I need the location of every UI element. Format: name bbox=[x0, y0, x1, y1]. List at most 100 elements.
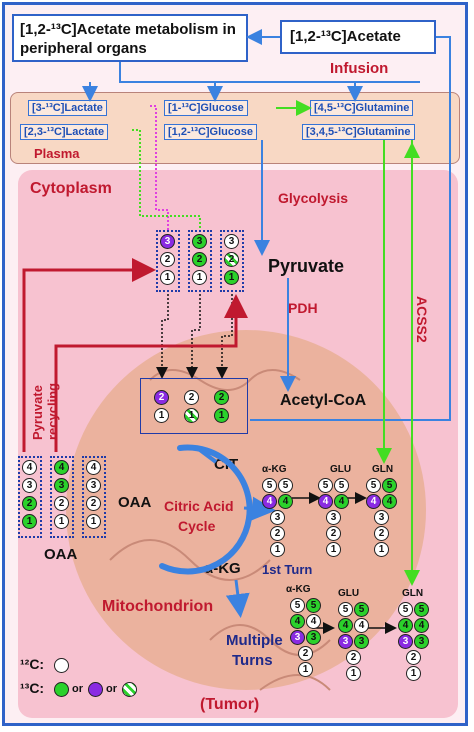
carbon-4: 4 bbox=[366, 494, 381, 509]
carbon-2: 2 bbox=[270, 526, 285, 541]
legend-green-circle bbox=[54, 682, 69, 697]
carbon-4: 4 bbox=[398, 618, 413, 633]
glu-col-header: GLU bbox=[330, 464, 352, 475]
carbon-3: 3 bbox=[398, 634, 413, 649]
acetyl-coa-box bbox=[140, 378, 248, 434]
cycle-label: Cycle bbox=[178, 518, 216, 534]
carbon-1: 1 bbox=[184, 408, 199, 423]
carbon-1: 1 bbox=[154, 408, 169, 423]
carbon-2: 2 bbox=[326, 526, 341, 541]
carbon-1: 1 bbox=[22, 514, 37, 529]
carbon-5: 5 bbox=[354, 602, 369, 617]
carbon-2: 2 bbox=[214, 390, 229, 405]
oaa-group-2 bbox=[50, 456, 74, 538]
multiple-label: Multiple bbox=[226, 632, 283, 649]
carbon-1: 1 bbox=[326, 542, 341, 557]
carbon-2: 2 bbox=[86, 496, 101, 511]
carbon-5: 5 bbox=[366, 478, 381, 493]
legend-purple-circle bbox=[88, 682, 103, 697]
plasma-label: Plasma bbox=[34, 146, 80, 161]
carbon-1: 1 bbox=[54, 514, 69, 529]
carbon-4: 4 bbox=[262, 494, 277, 509]
carbon-5: 5 bbox=[414, 602, 429, 617]
carbon-1: 1 bbox=[298, 662, 313, 677]
carbon-1: 1 bbox=[270, 542, 285, 557]
lactate-23-chip: [2,3-¹³C]Lactate bbox=[20, 124, 109, 140]
legend-12c-circle bbox=[54, 658, 69, 673]
carbon-1: 1 bbox=[86, 514, 101, 529]
infusion-label: Infusion bbox=[330, 60, 389, 77]
mitochondrion-label: Mitochondrion bbox=[102, 598, 214, 615]
glucose-1-chip: [1-¹³C]Glucose bbox=[164, 100, 248, 116]
carbon-3: 3 bbox=[86, 478, 101, 493]
carbon-3: 3 bbox=[22, 478, 37, 493]
glutamine-345-chip: [3,4,5-¹³C]Glutamine bbox=[302, 124, 415, 140]
carbon-3: 3 bbox=[270, 510, 285, 525]
legend-hatched-circle bbox=[122, 682, 137, 697]
gln-col2-header: GLN bbox=[402, 588, 424, 599]
oaa-group-1 bbox=[18, 456, 42, 538]
carbon-1: 1 bbox=[160, 270, 175, 285]
carbon-1: 1 bbox=[224, 270, 239, 285]
carbon-4: 4 bbox=[354, 618, 369, 633]
oaa-bottom-label: OAA bbox=[44, 546, 78, 563]
acetate-box: [1,2-¹³C]Acetate bbox=[280, 20, 436, 54]
pdh-label: PDH bbox=[288, 300, 318, 316]
carbon-2: 2 bbox=[406, 650, 421, 665]
carbon-2: 2 bbox=[374, 526, 389, 541]
pyruvate-group-1 bbox=[156, 230, 180, 292]
legend-12c: ¹²C: bbox=[20, 656, 45, 672]
carbon-4: 4 bbox=[278, 494, 293, 509]
carbon-4: 4 bbox=[306, 614, 321, 629]
carbon-5: 5 bbox=[306, 598, 321, 613]
cytoplasm-label: Cytoplasm bbox=[30, 180, 112, 197]
carbon-2: 2 bbox=[54, 496, 69, 511]
legend-or-1: or bbox=[72, 683, 83, 695]
carbon-2: 2 bbox=[346, 650, 361, 665]
tumor-label: (Tumor) bbox=[200, 696, 260, 713]
carbon-4: 4 bbox=[318, 494, 333, 509]
carbon-5: 5 bbox=[278, 478, 293, 493]
carbon-3: 3 bbox=[354, 634, 369, 649]
carbon-3: 3 bbox=[306, 630, 321, 645]
carbon-4: 4 bbox=[338, 618, 353, 633]
lactate-3-chip: [3-¹³C]Lactate bbox=[28, 100, 107, 116]
carbon-2: 2 bbox=[184, 390, 199, 405]
carbon-5: 5 bbox=[338, 602, 353, 617]
carbon-4: 4 bbox=[22, 460, 37, 475]
carbon-1: 1 bbox=[406, 666, 421, 681]
gln-col-header: GLN bbox=[372, 464, 394, 475]
glu-col2-header: GLU bbox=[338, 588, 360, 599]
carbon-5: 5 bbox=[382, 478, 397, 493]
carbon-5: 5 bbox=[398, 602, 413, 617]
carbon-4: 4 bbox=[382, 494, 397, 509]
carbon-1: 1 bbox=[346, 666, 361, 681]
carbon-1: 1 bbox=[374, 542, 389, 557]
pyruvate-group-3 bbox=[220, 230, 244, 292]
carbon-4: 4 bbox=[290, 614, 305, 629]
carbon-3: 3 bbox=[192, 234, 207, 249]
akg-col-header: α-KG bbox=[262, 464, 287, 475]
carbon-2: 2 bbox=[22, 496, 37, 511]
carbon-2: 2 bbox=[298, 646, 313, 661]
carbon-2: 2 bbox=[192, 252, 207, 267]
carbon-4: 4 bbox=[86, 460, 101, 475]
carbon-1: 1 bbox=[214, 408, 229, 423]
legend-13c: ¹³C: bbox=[20, 680, 45, 696]
citric-acid-label: Citric Acid bbox=[164, 498, 234, 514]
pyruvate-label: Pyruvate bbox=[268, 256, 345, 276]
carbon-3: 3 bbox=[54, 478, 69, 493]
turns-label: Turns bbox=[232, 652, 273, 669]
oaa-group-3 bbox=[82, 456, 106, 538]
carbon-3: 3 bbox=[290, 630, 305, 645]
acetyl-coa-label: Acetyl-CoA bbox=[280, 392, 367, 409]
carbon-1: 1 bbox=[192, 270, 207, 285]
glycolysis-label: Glycolysis bbox=[278, 190, 349, 206]
carbon-3: 3 bbox=[414, 634, 429, 649]
carbon-4: 4 bbox=[54, 460, 69, 475]
carbon-5: 5 bbox=[318, 478, 333, 493]
carbon-5: 5 bbox=[262, 478, 277, 493]
acetate-metabolism-box: [1,2-¹³C]Acetate metabolism in periphera… bbox=[12, 14, 248, 62]
